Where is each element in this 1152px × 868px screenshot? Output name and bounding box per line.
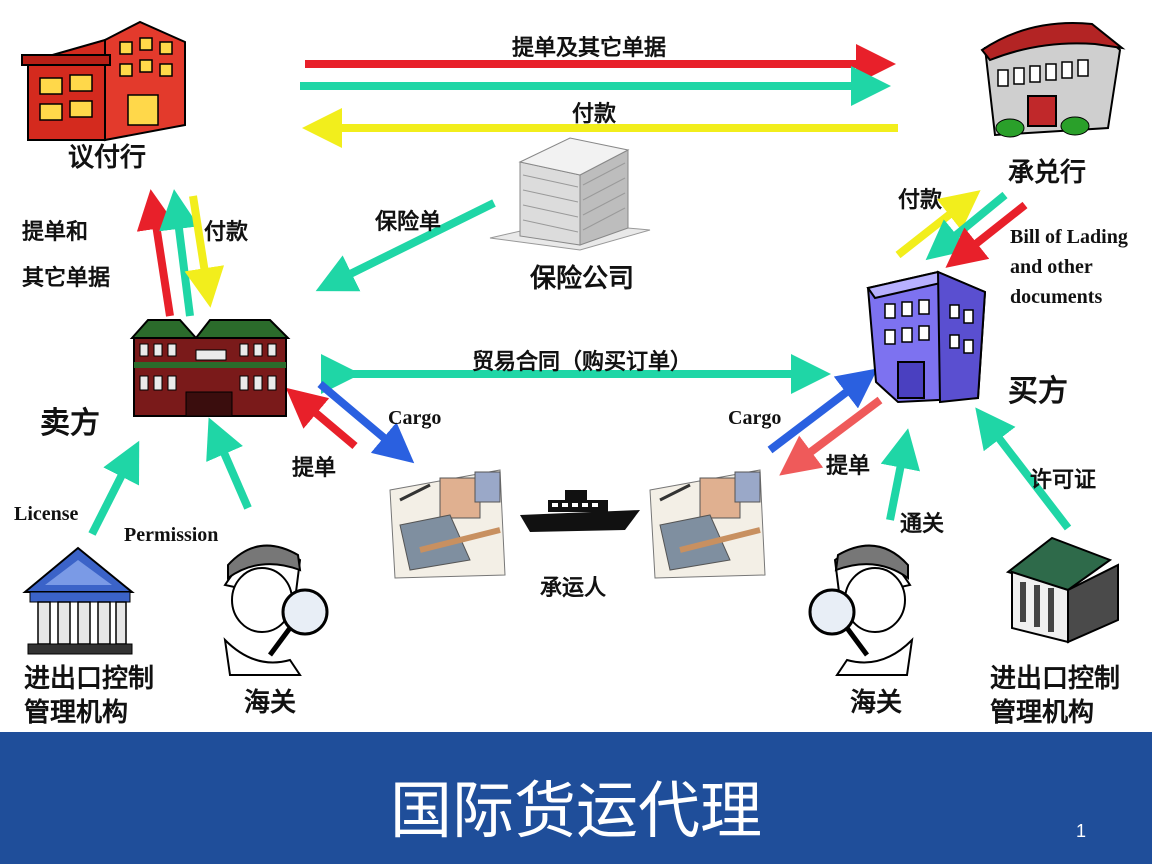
label-right-payment: 付款: [898, 188, 943, 213]
label-export-control-left-line1: 进出口控制: [24, 664, 155, 694]
insurance-company-icon: [489, 137, 651, 251]
arrow-permit: [975, 407, 1072, 531]
label-bol-line2: and other: [1010, 256, 1093, 278]
label-advising-bank: 议付行: [68, 143, 147, 173]
label-clearance: 通关: [900, 512, 945, 537]
label-cargo-right: Cargo: [728, 407, 782, 429]
label-carrier: 承运人: [540, 576, 607, 601]
label-export-control-left-line2: 管理机构: [24, 698, 129, 728]
label-bl-left: 提单: [292, 456, 337, 481]
port-left-icon: [389, 469, 506, 579]
label-export-control-right-line2: 管理机构: [990, 698, 1095, 728]
arrow-seller-docs-to-bank: [136, 189, 177, 317]
arrow-teal-to-buyer: [925, 191, 1008, 261]
label-bol-line3: documents: [1010, 286, 1103, 308]
label-contract: 贸易合同（购买订单）: [472, 350, 693, 375]
label-accepting-bank: 承兑行: [1008, 158, 1087, 188]
label-left-payment: 付款: [204, 220, 249, 245]
port-right-icon: [649, 469, 766, 579]
page-number: 1: [1075, 821, 1086, 841]
customs-officer-right-icon: [808, 544, 914, 676]
label-insurance-company: 保险公司: [530, 264, 635, 294]
label-insurance-policy: 保险单: [375, 210, 442, 235]
arrow-insurance-to-seller: [315, 199, 496, 292]
export-control-authority-right-icon: [1005, 536, 1119, 644]
arrow-bl-to-seller: [285, 387, 358, 450]
label-bol-line1: Bill of Lading: [1010, 226, 1128, 248]
label-customs-left: 海关: [244, 688, 297, 718]
label-customs-right: 海关: [850, 688, 903, 718]
label-bl-right: 提单: [826, 454, 871, 479]
arrow-clearance: [880, 428, 920, 521]
label-permission: Permission: [124, 524, 219, 546]
footer-banner: 国际货运代理 1: [0, 732, 1152, 864]
advising-bank-icon: [21, 20, 186, 142]
label-top-docs: 提单及其它单据: [512, 36, 667, 61]
label-left-docs-line1: 提单和: [22, 220, 89, 245]
slide-title: 国际货运代理: [389, 774, 762, 847]
arrow-bol-to-buyer: [945, 201, 1028, 268]
customs-officer-left-icon: [223, 544, 329, 676]
label-cargo-left: Cargo: [388, 407, 442, 429]
ship-icon: [520, 490, 640, 532]
accepting-bank-icon: [980, 22, 1126, 138]
label-export-control-right-line1: 进出口控制: [990, 664, 1121, 694]
label-permit: 许可证: [1030, 468, 1097, 493]
arrow-payment-to-seller: [184, 195, 225, 308]
buyer-building-icon: [866, 270, 987, 404]
seller-building-icon: [129, 319, 291, 417]
arrow-permission: [206, 417, 252, 510]
label-seller: 卖方: [40, 406, 100, 441]
label-left-docs-line2: 其它单据: [22, 266, 111, 291]
export-control-authority-left-icon: [22, 546, 135, 655]
arrow-cargo-to-port-left: [317, 380, 415, 464]
arrow-teal-seller-to-bank: [159, 189, 199, 317]
label-buyer: 买方: [1008, 374, 1068, 409]
label-license: License: [14, 503, 79, 525]
arrow-cargo-to-buyer: [767, 368, 878, 454]
arrow-bl-from-buyer: [779, 396, 883, 476]
arrow-license: [88, 440, 140, 536]
label-top-payment: 付款: [572, 102, 617, 127]
